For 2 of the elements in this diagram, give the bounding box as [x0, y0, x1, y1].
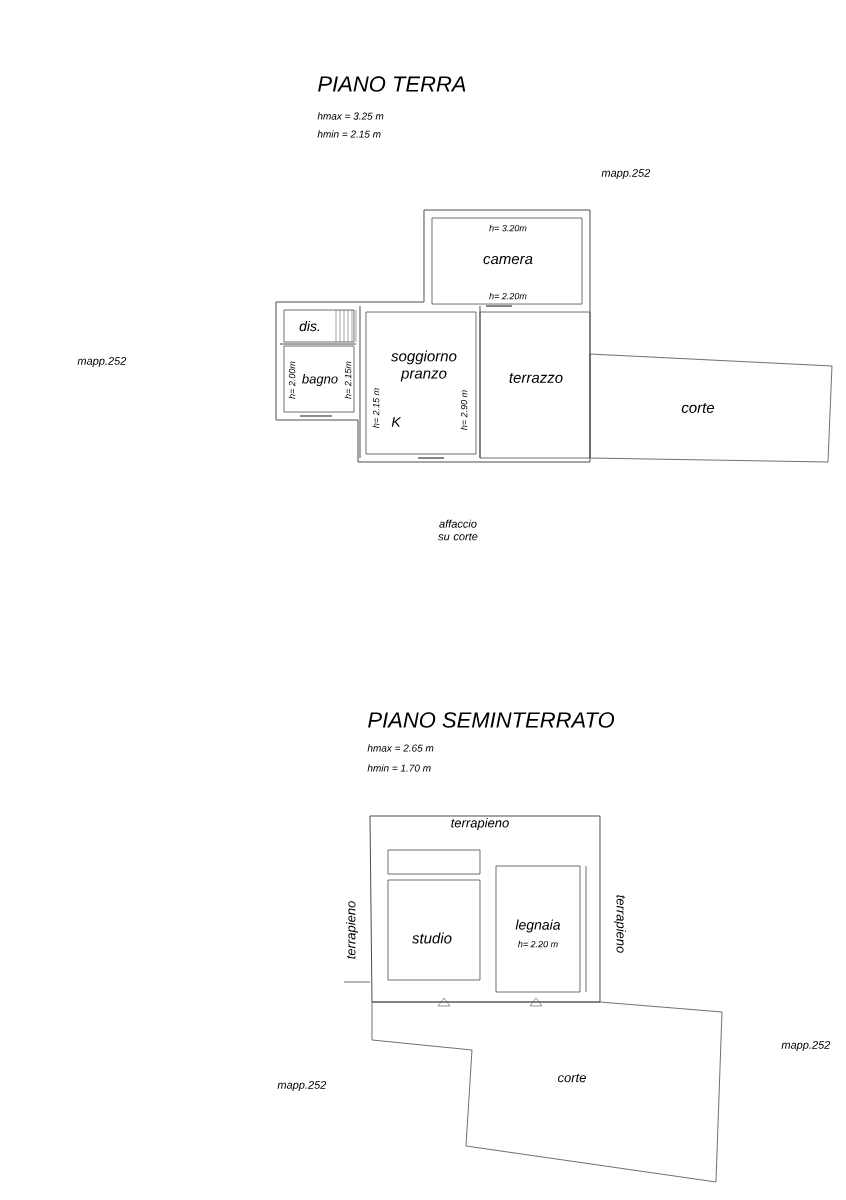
plan-title: PIANO SEMINTERRATO — [368, 712, 615, 728]
plan-title: PIANO TERRA — [318, 76, 466, 92]
